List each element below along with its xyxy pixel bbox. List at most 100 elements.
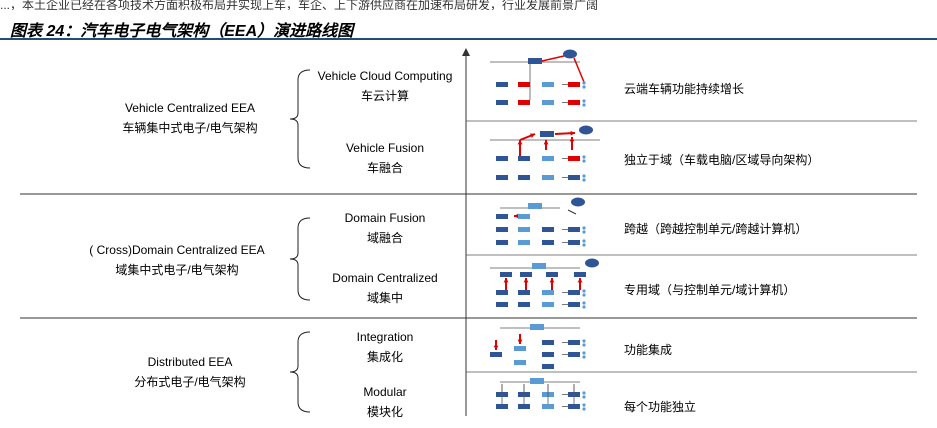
cloud-link	[541, 55, 565, 62]
group-zh: 域集中式电子/电气架构	[115, 263, 239, 277]
ecu-box	[518, 227, 530, 232]
ecu-box	[496, 214, 508, 219]
ecu-box	[518, 302, 530, 307]
stage-zh: 域集中	[366, 291, 403, 305]
ecu-box	[518, 240, 530, 245]
group-zh: 分布式电子/电气架构	[134, 375, 246, 389]
ecu-box	[568, 240, 580, 245]
group-domain-centralized: ( Cross)Domain Centralized EEA 域集中式电子/电气…	[62, 240, 292, 280]
ecu-box	[568, 404, 580, 409]
ecu-box	[518, 156, 530, 161]
stage-en: Domain Centralized	[332, 271, 438, 285]
actuator-dot	[582, 103, 586, 107]
red-arrowhead	[517, 339, 523, 344]
stage-en: Vehicle Cloud Computing	[317, 69, 453, 83]
ecu-box	[568, 100, 580, 105]
ecu-box	[542, 352, 554, 357]
axis-arrow	[462, 48, 470, 56]
group-en: ( Cross)Domain Centralized EEA	[89, 243, 265, 257]
sensor-dot	[582, 239, 586, 243]
sensor-dot	[582, 155, 586, 159]
ecu-box	[568, 352, 580, 357]
actuator-dot	[582, 159, 586, 163]
wireless-mark	[567, 209, 577, 215]
stage-zh: 集成化	[366, 350, 403, 364]
sensor-dot	[582, 226, 586, 230]
ecu-box	[514, 360, 526, 365]
red-arrowhead	[543, 140, 549, 145]
ecu-box	[542, 227, 554, 232]
actuator-dot	[582, 343, 586, 347]
sensor-dot	[582, 99, 586, 103]
central-computer	[540, 131, 554, 137]
ecu-box	[542, 290, 554, 295]
actuator-dot	[582, 395, 586, 399]
cloud-link	[573, 57, 585, 83]
ecu-box	[496, 290, 508, 295]
central-computer	[528, 58, 542, 64]
stage-zh: 车云计算	[360, 89, 409, 103]
gateway	[530, 378, 544, 384]
ecu-box	[542, 302, 554, 307]
ecu-box	[542, 100, 554, 105]
domain-controller	[528, 203, 542, 209]
desc-integration: 功能集成	[624, 343, 673, 357]
ecu-box	[542, 82, 554, 87]
red-arrowhead	[577, 278, 583, 283]
ecu-box	[496, 227, 508, 232]
desc-vehicle-fusion: 独立于域（车载电脑/区域导向架构）	[624, 153, 820, 167]
ecu-box	[574, 272, 586, 277]
ecu-box	[518, 290, 530, 295]
sensor-dot	[582, 391, 586, 395]
ecu-box	[496, 404, 508, 409]
stage-domain-centralized: Domain Centralized 域集中	[310, 268, 460, 308]
sensor-dot	[582, 403, 586, 407]
ecu-box	[546, 272, 558, 277]
red-arrowhead	[523, 278, 529, 283]
ecu-box	[568, 290, 580, 295]
actuator-dot	[582, 85, 586, 89]
actuator-dot	[582, 243, 586, 247]
ecu-box	[568, 302, 580, 307]
desc-domain-fusion: 跨越（跨越控制单元/跨越计算机）	[624, 222, 808, 236]
ecu-box	[542, 340, 554, 345]
red-arrowhead	[503, 278, 509, 283]
ecu-box	[518, 214, 530, 219]
stage-vehicle-cloud: Vehicle Cloud Computing 车云计算	[310, 66, 460, 106]
stage-zh: 域融合	[366, 231, 403, 245]
gateway	[530, 324, 544, 330]
desc-modular: 每个功能独立	[624, 400, 697, 414]
stage-vehicle-fusion: Vehicle Fusion 车融合	[310, 138, 460, 178]
stage-zh: 模块化	[366, 405, 403, 419]
desc-vehicle-cloud: 云端车辆功能持续增长	[624, 82, 745, 96]
cloud-icon	[563, 49, 577, 59]
red-arrowhead	[549, 278, 555, 283]
stage-domain-fusion: Domain Fusion 域融合	[310, 208, 460, 248]
ecu-box	[518, 404, 530, 409]
sensor-dot	[582, 174, 586, 178]
stage-integration: Integration 集成化	[310, 327, 460, 367]
ecu-box	[518, 175, 530, 180]
desc-domain-centralized: 专用域（与控制单元/域计算机）	[624, 283, 796, 297]
curly-brace	[289, 69, 311, 169]
ecu-box	[542, 364, 554, 369]
ecu-box	[568, 82, 580, 87]
ecu-box	[490, 352, 502, 357]
cloud-icon	[571, 197, 585, 207]
stage-en: Modular	[363, 385, 407, 399]
top-text-cutoff: ...，本土企业已经在各项技术方面积极布局并实现上车，车企、上下游供应商在加速布…	[0, 0, 599, 10]
ecu-box	[542, 404, 554, 409]
group-en: Distributed EEA	[147, 355, 233, 369]
ecu-box	[518, 100, 530, 105]
group-en: Vehicle Centralized EEA	[124, 101, 256, 115]
ecu-box	[568, 156, 580, 161]
red-arrowhead	[570, 130, 575, 136]
figure-title-bar: 图表 24：汽车电子电气架构（EEA）演进路线图	[0, 14, 937, 40]
actuator-dot	[582, 293, 586, 297]
ecu-box	[496, 156, 508, 161]
ecu-box	[496, 175, 508, 180]
ecu-box	[520, 272, 532, 277]
curly-brace	[289, 217, 311, 301]
group-distributed: Distributed EEA 分布式电子/电气架构	[90, 352, 290, 392]
stage-en: Domain Fusion	[344, 211, 426, 225]
